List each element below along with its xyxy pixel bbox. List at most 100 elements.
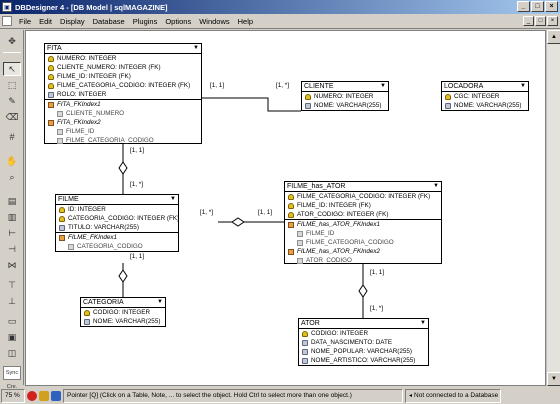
eraser-icon[interactable]: ⌫ [5,111,19,122]
column-row[interactable]: FILME_ID: INTEGER (FK) [45,72,201,81]
column-row[interactable]: ROLO: INTEGER [45,90,201,99]
dropdown-arrow-icon[interactable]: ▼ [520,83,526,89]
table-title: CATEGORIA [83,299,124,306]
column-row[interactable]: NOME: VARCHAR(255) [302,101,388,110]
dropdown-arrow-icon[interactable]: ▼ [157,299,163,305]
menu-display[interactable]: Display [60,16,85,26]
dropdown-arrow-icon[interactable]: ▼ [433,183,439,189]
menu-bar: File Edit Display Database Plugins Optio… [0,14,560,29]
scroll-up-icon[interactable]: ▲ [547,30,560,44]
primary-key-icon [288,193,294,200]
relation-1n-sub-icon[interactable]: ⊤ [8,279,16,290]
index-column-row: FILME_CATEGORIA_CODIGO [45,136,201,145]
menu-plugins[interactable]: Plugins [132,16,158,26]
rel-label: [1, 1] [210,82,225,89]
column-row[interactable]: NUMERO: INTEGER [45,54,201,63]
column-row[interactable]: CODIGO: INTEGER [81,308,165,317]
stop-icon[interactable] [27,390,37,401]
primary-key-icon [48,73,54,80]
select-area-icon[interactable]: ⬚ [7,79,17,90]
index-column-icon [57,128,63,135]
db-icon[interactable]: ▣ [2,2,12,12]
menu-windows[interactable]: Windows [199,16,230,26]
table-icon[interactable]: ▤ [7,195,17,206]
hand-icon[interactable]: ✋ [6,155,18,166]
sync-button[interactable]: Sync [3,366,21,380]
column-row[interactable]: CATEGORIA_CODIGO: INTEGER (FK) [56,214,179,223]
column-row[interactable]: TITULO: VARCHAR(255) [56,223,178,232]
region-icon[interactable]: ◫ [7,347,17,358]
column-row[interactable]: CLIENTE_NUMERO: INTEGER (FK) [45,63,201,72]
dropdown-arrow-icon[interactable]: ▼ [170,196,176,202]
relation-lines [118,97,368,318]
view-icon[interactable]: ▥ [7,211,17,222]
document-icon[interactable] [2,16,12,26]
primary-key-icon [59,215,65,222]
relation-11-icon[interactable]: ⊣ [8,243,16,254]
lock-icon[interactable] [39,390,49,401]
table-filme[interactable]: FILME▼ ID: INTEGER CATEGORIA_CODIGO: INT… [55,194,179,252]
field-icon [302,348,308,355]
zoom-icon[interactable]: ⌕ [9,171,15,182]
column-row[interactable]: NOME: VARCHAR(255) [442,101,528,110]
dropdown-arrow-icon[interactable]: ▼ [420,320,426,326]
relation-1n-nonid-icon[interactable]: ⊥ [8,295,16,306]
index-row[interactable]: FILME_FKIndex1 [56,233,178,242]
index-row[interactable]: FILME_has_ATOR_FKIndex2 [285,247,441,256]
close-button[interactable]: × [545,1,558,12]
rel-label: [1, 1] [370,269,385,276]
menu-database[interactable]: Database [92,16,125,26]
column-row[interactable]: NOME_POPULAR: VARCHAR(255) [299,347,428,356]
menu-help[interactable]: Help [237,16,254,26]
column-row[interactable]: FILME_ID: INTEGER (FK) [285,201,441,210]
note-icon[interactable]: ▭ [7,315,17,326]
table-filme-has-ator[interactable]: FILME_has_ATOR▼ FILME_CATEGORIA_CODIGO: … [284,181,442,264]
column-row[interactable]: ATOR_CODIGO: INTEGER (FK) [285,210,441,219]
relation-nm-icon[interactable]: ⋈ [7,259,17,270]
table-categoria[interactable]: CATEGORIA ▼ CODIGO: INTEGER NOME: VARCHAR… [80,297,166,327]
primary-key-icon [288,202,294,209]
column-row[interactable]: ID: INTEGER [56,205,178,214]
dropdown-arrow-icon[interactable]: ▼ [380,83,386,89]
table-cliente[interactable]: CLIENTE▼ NUMERO: INTEGER NOME: VARCHAR(2… [301,81,389,111]
menu-edit[interactable]: Edit [39,16,53,26]
move-icon[interactable]: ✥ [8,35,16,46]
column-row[interactable]: CGC: INTEGER [442,92,528,101]
grid-icon[interactable]: # [9,132,15,142]
index-row[interactable]: FITA_FKIndex1 [45,100,201,109]
vertical-scrollbar[interactable]: ▲ ▼ [546,30,560,386]
column-row[interactable]: NOME_ARTISTICO: VARCHAR(255) [299,356,428,365]
table-fita[interactable]: FITA▼ NUMERO: INTEGER CLIENTE_NUMERO: IN… [44,43,202,144]
dropdown-arrow-icon[interactable]: ▼ [193,45,199,51]
index-row[interactable]: FITA_FKIndex2 [45,118,201,127]
column-row[interactable]: NUMERO: INTEGER [302,92,388,101]
primary-key-icon [445,93,451,100]
table-locadora[interactable]: LOCADORA▼ CGC: INTEGER NOME: VARCHAR(255… [441,81,529,111]
mdi-minimize-button[interactable]: _ [523,16,534,26]
column-row[interactable]: DATA_NASCIMENTO: DATE [299,338,428,347]
table-ator[interactable]: ATOR▼ CODIGO: INTEGER DATA_NASCIMENTO: D… [298,318,429,366]
index-row[interactable]: FILME_has_ATOR_FKIndex1 [285,220,441,229]
maximize-button[interactable]: □ [531,1,544,12]
column-row[interactable]: FILME_CATEGORIA_CODIGO: INTEGER (FK) [285,192,441,201]
create-button[interactable]: Cre. [6,384,18,390]
pointer-icon[interactable]: ↖ [3,62,21,76]
primary-key-icon [59,206,65,213]
mdi-restore-button[interactable]: □ [535,16,546,26]
grid-snap-icon[interactable] [51,390,61,401]
menu-options[interactable]: Options [165,16,192,26]
column-row[interactable]: CODIGO: INTEGER [299,329,428,338]
model-canvas[interactable]: [1, 1] [1, *] [1, 1] [1, *] [1, *] [1, 1… [25,30,546,386]
pen-icon[interactable]: ✎ [8,95,16,106]
column-row[interactable]: FILME_CATEGORIA_CODIGO: INTEGER (FK) [45,81,201,90]
menu-file[interactable]: File [19,16,32,26]
relation-1n-icon[interactable]: ⊢ [8,227,16,238]
minimize-button[interactable]: _ [517,1,530,12]
field-icon [59,224,65,231]
column-row[interactable]: NOME: VARCHAR(255) [81,317,165,326]
field-icon [84,318,90,325]
image-icon[interactable]: ▣ [7,331,17,342]
scroll-down-icon[interactable]: ▼ [547,372,560,386]
zoom-level[interactable]: 75 % [1,388,25,403]
mdi-close-button[interactable]: × [547,16,558,26]
